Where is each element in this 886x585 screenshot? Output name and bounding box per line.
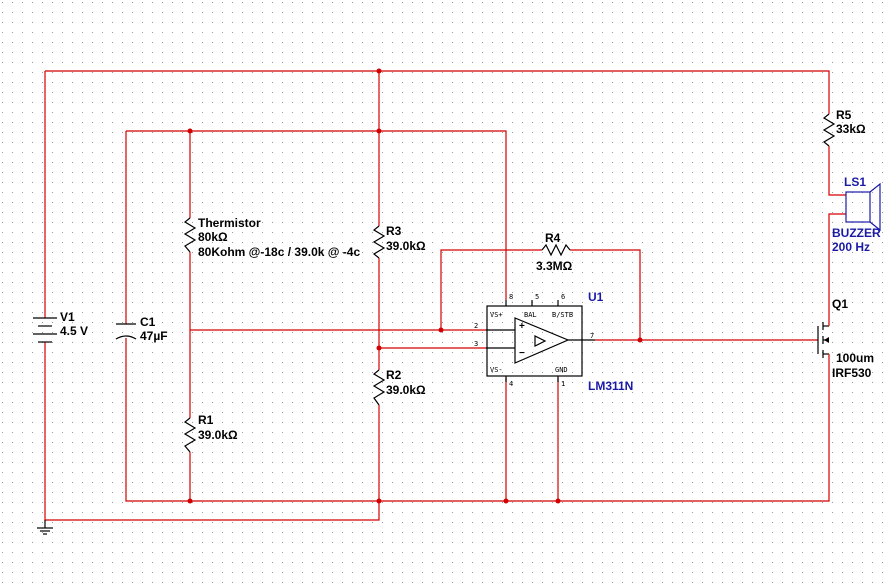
r4-right-wire: [570, 249, 641, 340]
junctions: [187, 68, 643, 504]
junction-dot: [376, 345, 382, 351]
pin-number-5: 5: [535, 293, 539, 301]
buzzer-horn: [869, 182, 881, 232]
junction-dot: [187, 498, 193, 504]
pin-vs-minus-label: VS-: [490, 366, 503, 374]
thermistor[interactable]: Thermistor 80kΩ 80Kohm @-18c / 39.0k @ -…: [183, 216, 360, 259]
mosfet-arrow-icon: [824, 337, 829, 343]
bottom-rail-wire: [125, 338, 830, 502]
svg-text:−: −: [519, 348, 525, 359]
pin-bal-label: BAL: [524, 311, 537, 319]
comparator-inner-arrow: [534, 335, 547, 347]
u1-ref-label: U1: [588, 290, 604, 304]
battery-v1[interactable]: V1 4.5 V: [33, 310, 88, 343]
pin-number-1: 1: [561, 380, 565, 388]
capacitor-c1[interactable]: C1 47µF: [115, 315, 168, 343]
ls1-ref-label: LS1: [844, 175, 866, 189]
r5-buzzer-wire: [828, 146, 846, 196]
ls1-freq-label: 200 Hz: [832, 240, 870, 254]
top-rail-wire: [45, 70, 830, 114]
resistor-r5[interactable]: R5 33kΩ: [822, 108, 866, 147]
q1-part-label: IRF530: [832, 366, 872, 380]
thermistor-note-label: 80Kohm @-18c / 39.0k @ -4c: [198, 245, 360, 259]
r1-value-label: 39.0kΩ: [198, 428, 238, 442]
pin-bstb-label: B/STB: [552, 311, 573, 319]
pin-number-6: 6: [561, 293, 565, 301]
comparator-u1[interactable]: + − VS+ BAL B/STB VS- GND 8 5 6 2 3 4 1 …: [474, 290, 633, 393]
resistor-r1[interactable]: R1 39.0kΩ: [183, 413, 238, 453]
wires: [44, 70, 846, 521]
resistor-r2[interactable]: R2 39.0kΩ: [372, 368, 426, 406]
r5-value-label: 33kΩ: [836, 122, 866, 136]
junction-dot: [503, 498, 509, 504]
pin-number-7: 7: [590, 332, 594, 340]
resistor-r3[interactable]: R3 39.0kΩ: [372, 224, 426, 259]
q1-ref-label: Q1: [832, 297, 848, 311]
r4-left-wire: [440, 249, 542, 330]
pin-number-2: 2: [474, 322, 478, 330]
junction-dot: [376, 128, 382, 134]
r5-ref-label: R5: [836, 108, 852, 122]
r1-ref-label: R1: [198, 413, 214, 427]
ls1-type-label: BUZZER: [832, 226, 881, 240]
v1-value-label: 4.5 V: [60, 324, 88, 338]
pin-vs-plus-label: VS+: [490, 311, 503, 319]
r4-ref-label: R4: [545, 231, 561, 245]
mosfet-q1[interactable]: Q1 100um IRF530: [817, 297, 874, 380]
r3-ref-label: R3: [386, 224, 402, 238]
comparator-body: [486, 305, 583, 377]
pin-number-8: 8: [509, 293, 513, 301]
pin-gnd-label: GND: [555, 366, 568, 374]
buzzer-body: [845, 191, 871, 223]
v1-ref-label: V1: [60, 310, 75, 324]
buzzer-ls1[interactable]: LS1 BUZZER 200 Hz: [832, 175, 881, 254]
u1-part-label: LM311N: [588, 379, 633, 393]
q1-size-label: 100um: [836, 351, 874, 365]
junction-dot: [637, 337, 643, 343]
ground-wire: [44, 342, 380, 521]
junction-dot: [376, 68, 382, 74]
second-rail-wire: [126, 130, 507, 300]
junction-dot: [376, 498, 382, 504]
ground-icon: [37, 520, 53, 535]
pin-number-3: 3: [474, 340, 478, 348]
r4-value-label: 3.3MΩ: [536, 259, 573, 273]
pin-number-4: 4: [509, 380, 513, 388]
r2-ref-label: R2: [386, 368, 402, 382]
junction-dot: [555, 498, 561, 504]
c1-ref-label: C1: [140, 315, 156, 329]
r2-value-label: 39.0kΩ: [386, 383, 426, 397]
junction-dot: [438, 327, 444, 333]
resistor-r4[interactable]: R4 3.3MΩ: [536, 231, 573, 273]
thermistor-ref-label: Thermistor: [198, 216, 261, 230]
c1-value-label: 47µF: [140, 329, 168, 343]
buzzer-q1-wire: [828, 213, 846, 318]
r3-value-label: 39.0kΩ: [386, 239, 426, 253]
comparator-triangle: [514, 317, 570, 364]
svg-text:+: +: [519, 321, 525, 332]
junction-dot: [187, 128, 193, 134]
thermistor-value-label: 80kΩ: [198, 230, 228, 244]
